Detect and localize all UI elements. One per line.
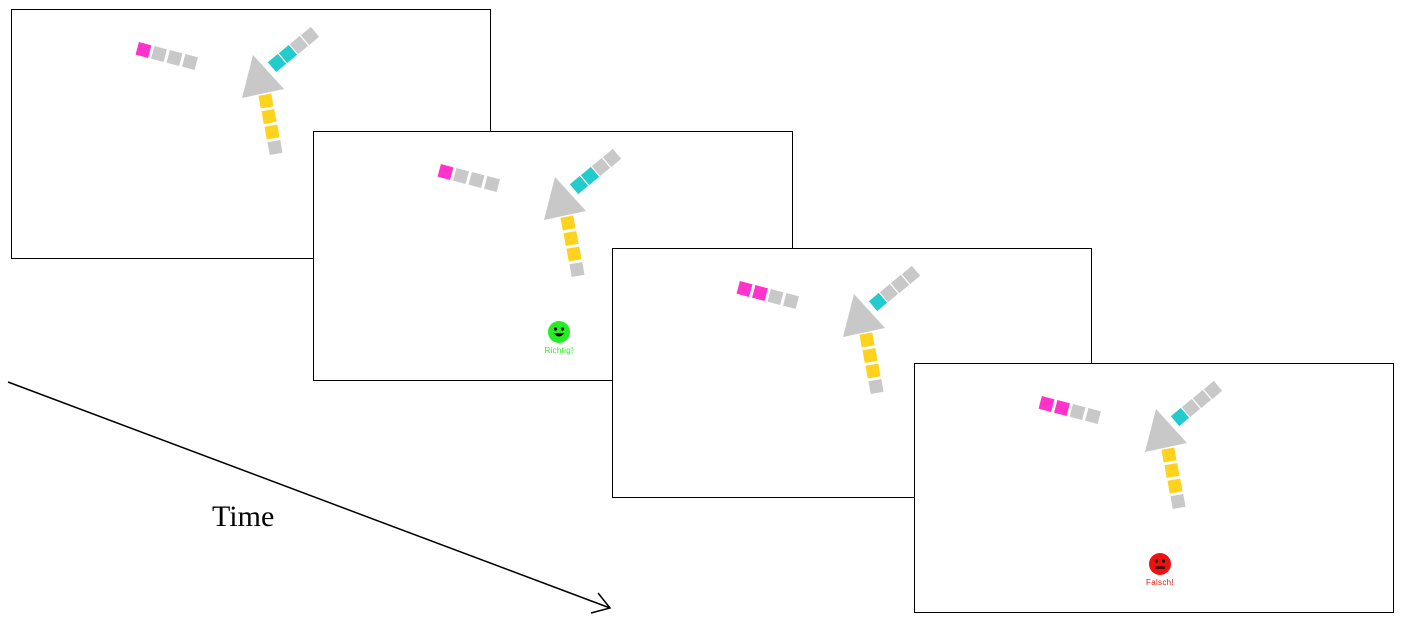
down-arm-square-gray — [1169, 492, 1187, 511]
trial-frame-4: Falsch! — [914, 363, 1394, 613]
center-arrow-icon — [843, 294, 885, 337]
stimulus — [134, 25, 321, 157]
left-arm-square-gray — [766, 287, 785, 307]
left-arm-square-gray — [149, 44, 169, 64]
left-arm-square-gray — [1083, 406, 1103, 426]
stimulus — [735, 264, 922, 396]
center-arrow-icon — [242, 55, 284, 98]
down-arm-square-yellow — [858, 331, 876, 349]
down-arm-square-gray — [266, 138, 284, 157]
stimulus — [1037, 379, 1224, 511]
down-arm-square-yellow — [260, 107, 278, 126]
down-arm-square-yellow — [864, 362, 882, 380]
down-arm-square-yellow — [562, 229, 580, 248]
left-arm-square-magenta — [1052, 398, 1072, 418]
down-arm-square-yellow — [257, 92, 275, 110]
feedback-correct: Richtig! — [519, 320, 599, 355]
stimulus — [436, 147, 623, 279]
left-arm-square-gray — [1068, 402, 1087, 422]
down-arm-square-yellow — [1160, 446, 1178, 464]
right-arm-square-gray — [299, 25, 321, 47]
left-arm-square-magenta — [134, 40, 153, 60]
down-arm-square-yellow — [559, 214, 577, 232]
left-arm-square-magenta — [750, 283, 770, 303]
left-arm-square-gray — [180, 52, 200, 72]
left-arm-square-magenta — [436, 162, 455, 182]
left-arm-square-gray — [467, 170, 486, 190]
happy-face-icon — [548, 321, 570, 343]
down-arm-square-yellow — [263, 123, 281, 141]
right-arm-square-gray — [601, 147, 623, 169]
down-arm-square-gray — [867, 377, 885, 396]
left-arm-square-gray — [781, 291, 801, 311]
right-arm-square-gray — [1202, 379, 1224, 401]
down-arm-square-yellow — [1163, 461, 1181, 480]
feedback-label: Richtig! — [544, 346, 574, 355]
feedback-wrong: Falsch! — [1120, 552, 1200, 587]
down-arm-square-gray — [568, 260, 586, 279]
center-arrow-icon — [1145, 409, 1187, 452]
left-arm-square-gray — [451, 166, 471, 186]
down-arm-square-yellow — [861, 346, 879, 365]
down-arm-square-yellow — [1166, 477, 1184, 495]
center-arrow-icon — [544, 177, 586, 220]
left-arm-square-magenta — [1037, 394, 1056, 414]
left-arm-square-magenta — [735, 279, 754, 299]
right-arm-square-gray — [900, 264, 922, 286]
feedback-label: Falsch! — [1146, 578, 1174, 587]
sad-face-icon — [1149, 553, 1171, 575]
left-arm-square-gray — [482, 174, 502, 194]
down-arm-square-yellow — [565, 245, 583, 263]
left-arm-square-gray — [165, 48, 184, 68]
time-axis-label: Time — [212, 500, 275, 533]
